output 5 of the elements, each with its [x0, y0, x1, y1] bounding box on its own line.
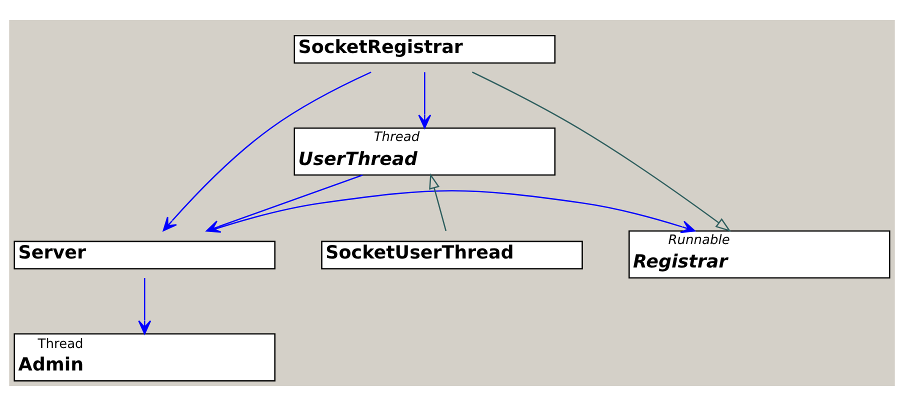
- arrow: [418, 72, 432, 128]
- arrow: [138, 278, 152, 334]
- arrow: [472, 71, 732, 232]
- arrow: [162, 71, 372, 231]
- arrow: [429, 172, 447, 231]
